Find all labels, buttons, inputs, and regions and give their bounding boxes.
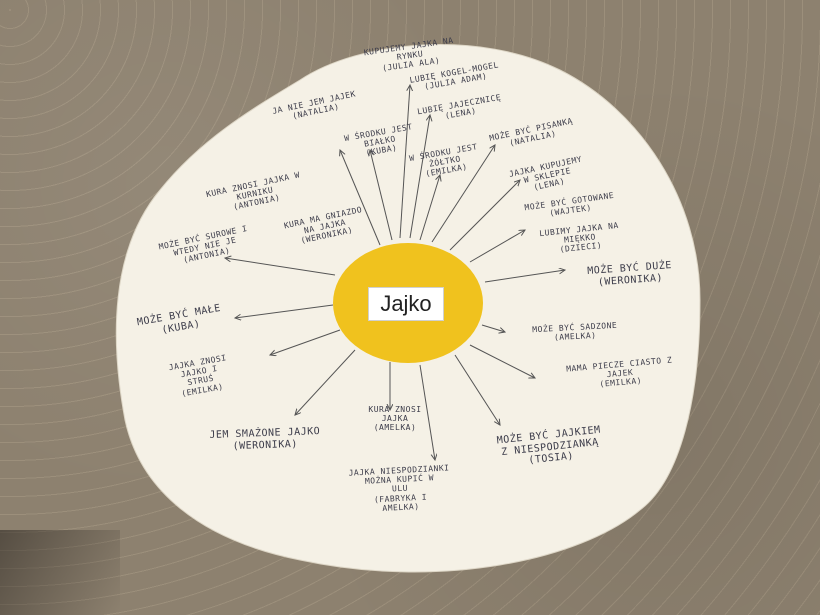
arrow <box>419 175 440 241</box>
arrow <box>399 85 410 239</box>
arrow <box>225 258 336 276</box>
label-niespodzianki: JAJKA NIESPODZIANKI MOŻNA KUPIĆ W ULU (F… <box>348 463 450 513</box>
arrow <box>481 324 505 332</box>
arrow <box>454 354 500 425</box>
arrow <box>449 180 520 251</box>
arrows <box>225 85 565 460</box>
arrow <box>370 150 393 241</box>
arrow <box>469 230 525 263</box>
arrow <box>419 364 435 460</box>
arrow <box>270 329 341 355</box>
center-title: Jajko <box>368 287 444 321</box>
arrow <box>409 115 430 239</box>
arrow <box>340 150 381 246</box>
arrow <box>431 145 495 243</box>
label-smazone: JEM SMAŻONE JAJKO (WERONIKA) <box>209 426 321 452</box>
label-kura-znosi: KURA ZNOSI JAJKA (AMELKA) <box>368 405 422 433</box>
arrow <box>235 304 334 318</box>
arrow <box>484 270 565 283</box>
arrow <box>469 344 535 378</box>
arrow <box>295 349 356 415</box>
